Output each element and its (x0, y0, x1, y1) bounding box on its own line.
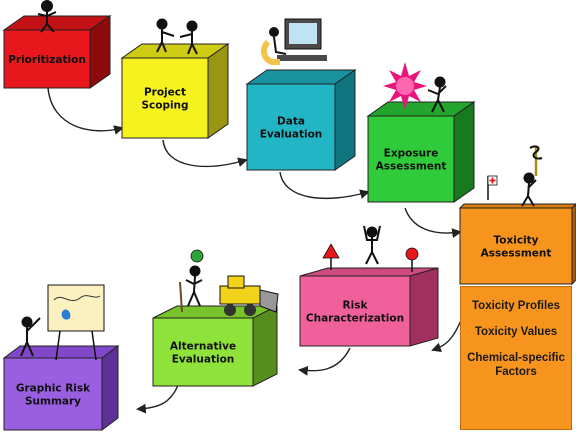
stick-figure-icon (179, 265, 203, 313)
step-label-data-evaluation: Data (277, 116, 305, 128)
toxicity-values-label: Toxicity Values (474, 326, 558, 338)
stick-figure-icon (363, 225, 381, 265)
step-label-graphic-risk-summary: Summary (25, 396, 81, 408)
map-icon (47, 284, 105, 361)
step-label-alternative-evaluation: Alternative (170, 341, 236, 353)
step-label-exposure-assessment: Assessment (376, 161, 447, 173)
step-label-alternative-evaluation: Evaluation (172, 354, 235, 366)
arrow-2-3 (162, 139, 248, 168)
handshake-icon (156, 18, 198, 55)
step-label-data-evaluation: Evaluation (260, 129, 323, 141)
arrow-6-7 (298, 347, 351, 376)
step-label-exposure-assessment: Exposure (384, 148, 439, 160)
step-label-graphic-risk-summary: Graphic Risk (16, 383, 91, 395)
step-label-prioritization: Prioritization (8, 54, 86, 66)
step-box-prioritization: Prioritization (2, 15, 112, 89)
warning-sign-icon (322, 243, 419, 272)
step-label-risk-characterization: Risk (343, 300, 369, 312)
toxicity-details-panel: Toxicity Profiles Toxicity Values Chemic… (460, 286, 572, 430)
step-label-project-scoping: Scoping (141, 100, 188, 112)
toxicity-profiles-label: Toxicity Profiles (472, 300, 560, 312)
arrow-1-2 (47, 87, 124, 135)
caduceus-icon (521, 145, 543, 207)
chemical-specific-factors-label: Chemical-specific Factors (467, 352, 565, 378)
starburst-icon (383, 62, 427, 110)
step-label-project-scoping: Project (144, 87, 186, 99)
stick-figure-icon (20, 316, 41, 357)
arrow-3-4 (279, 171, 370, 200)
step-label-toxicity-assessment: Assessment (481, 248, 552, 260)
first-aid-flag-icon (487, 175, 498, 200)
money-bag-icon (190, 249, 204, 263)
computer-icon (260, 18, 327, 65)
bulldozer-icon (219, 275, 279, 316)
stick-figure-icon (427, 76, 447, 113)
stick-figure-icon (37, 0, 57, 33)
step-label-risk-characterization: Characterization (306, 313, 404, 325)
step-label-toxicity-assessment: Toxicity (493, 235, 538, 247)
arrow-4-5 (404, 207, 462, 238)
